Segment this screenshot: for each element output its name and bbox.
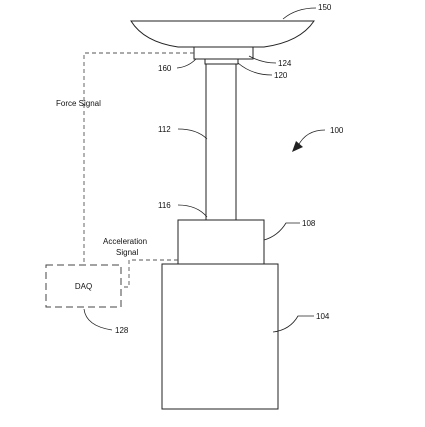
leader-120 (237, 62, 273, 76)
force-signal-line (83, 52, 194, 265)
ref-160: 160 (158, 64, 172, 73)
ref-108: 108 (302, 219, 316, 228)
ref-112: 112 (158, 125, 171, 134)
leader-124 (248, 55, 277, 64)
acceleration-signal-line (121, 259, 178, 288)
bowl-150 (130, 20, 315, 48)
ref-150: 150 (318, 3, 332, 12)
ref-120: 120 (274, 71, 288, 80)
connector-120 (204, 58, 239, 65)
leader-116 (177, 204, 208, 218)
assembly-arrow-head (292, 141, 303, 152)
leader-108 (263, 222, 300, 241)
acceleration-signal-label-line1: Acceleration (103, 237, 147, 246)
leader-128 (83, 308, 113, 331)
leader-112 (177, 128, 208, 140)
leader-104 (272, 315, 314, 333)
ref-116: 116 (158, 201, 171, 210)
ref-104: 104 (316, 312, 330, 321)
rod-112 (205, 63, 237, 221)
ref-100: 100 (330, 126, 344, 135)
ref-128: 128 (115, 326, 129, 335)
assembly-arrow-line (297, 129, 326, 147)
leader-150 (282, 7, 317, 20)
acceleration-signal-label-line2: Signal (116, 248, 138, 257)
leader-160 (176, 58, 197, 69)
exciter-head-108 (177, 219, 265, 265)
base-104 (161, 263, 279, 410)
force-signal-label: Force Signal (56, 99, 101, 108)
ref-124: 124 (278, 59, 292, 68)
load-cell-124 (193, 46, 254, 60)
daq-label: DAQ (75, 282, 92, 291)
daq-box-128 (45, 264, 122, 308)
